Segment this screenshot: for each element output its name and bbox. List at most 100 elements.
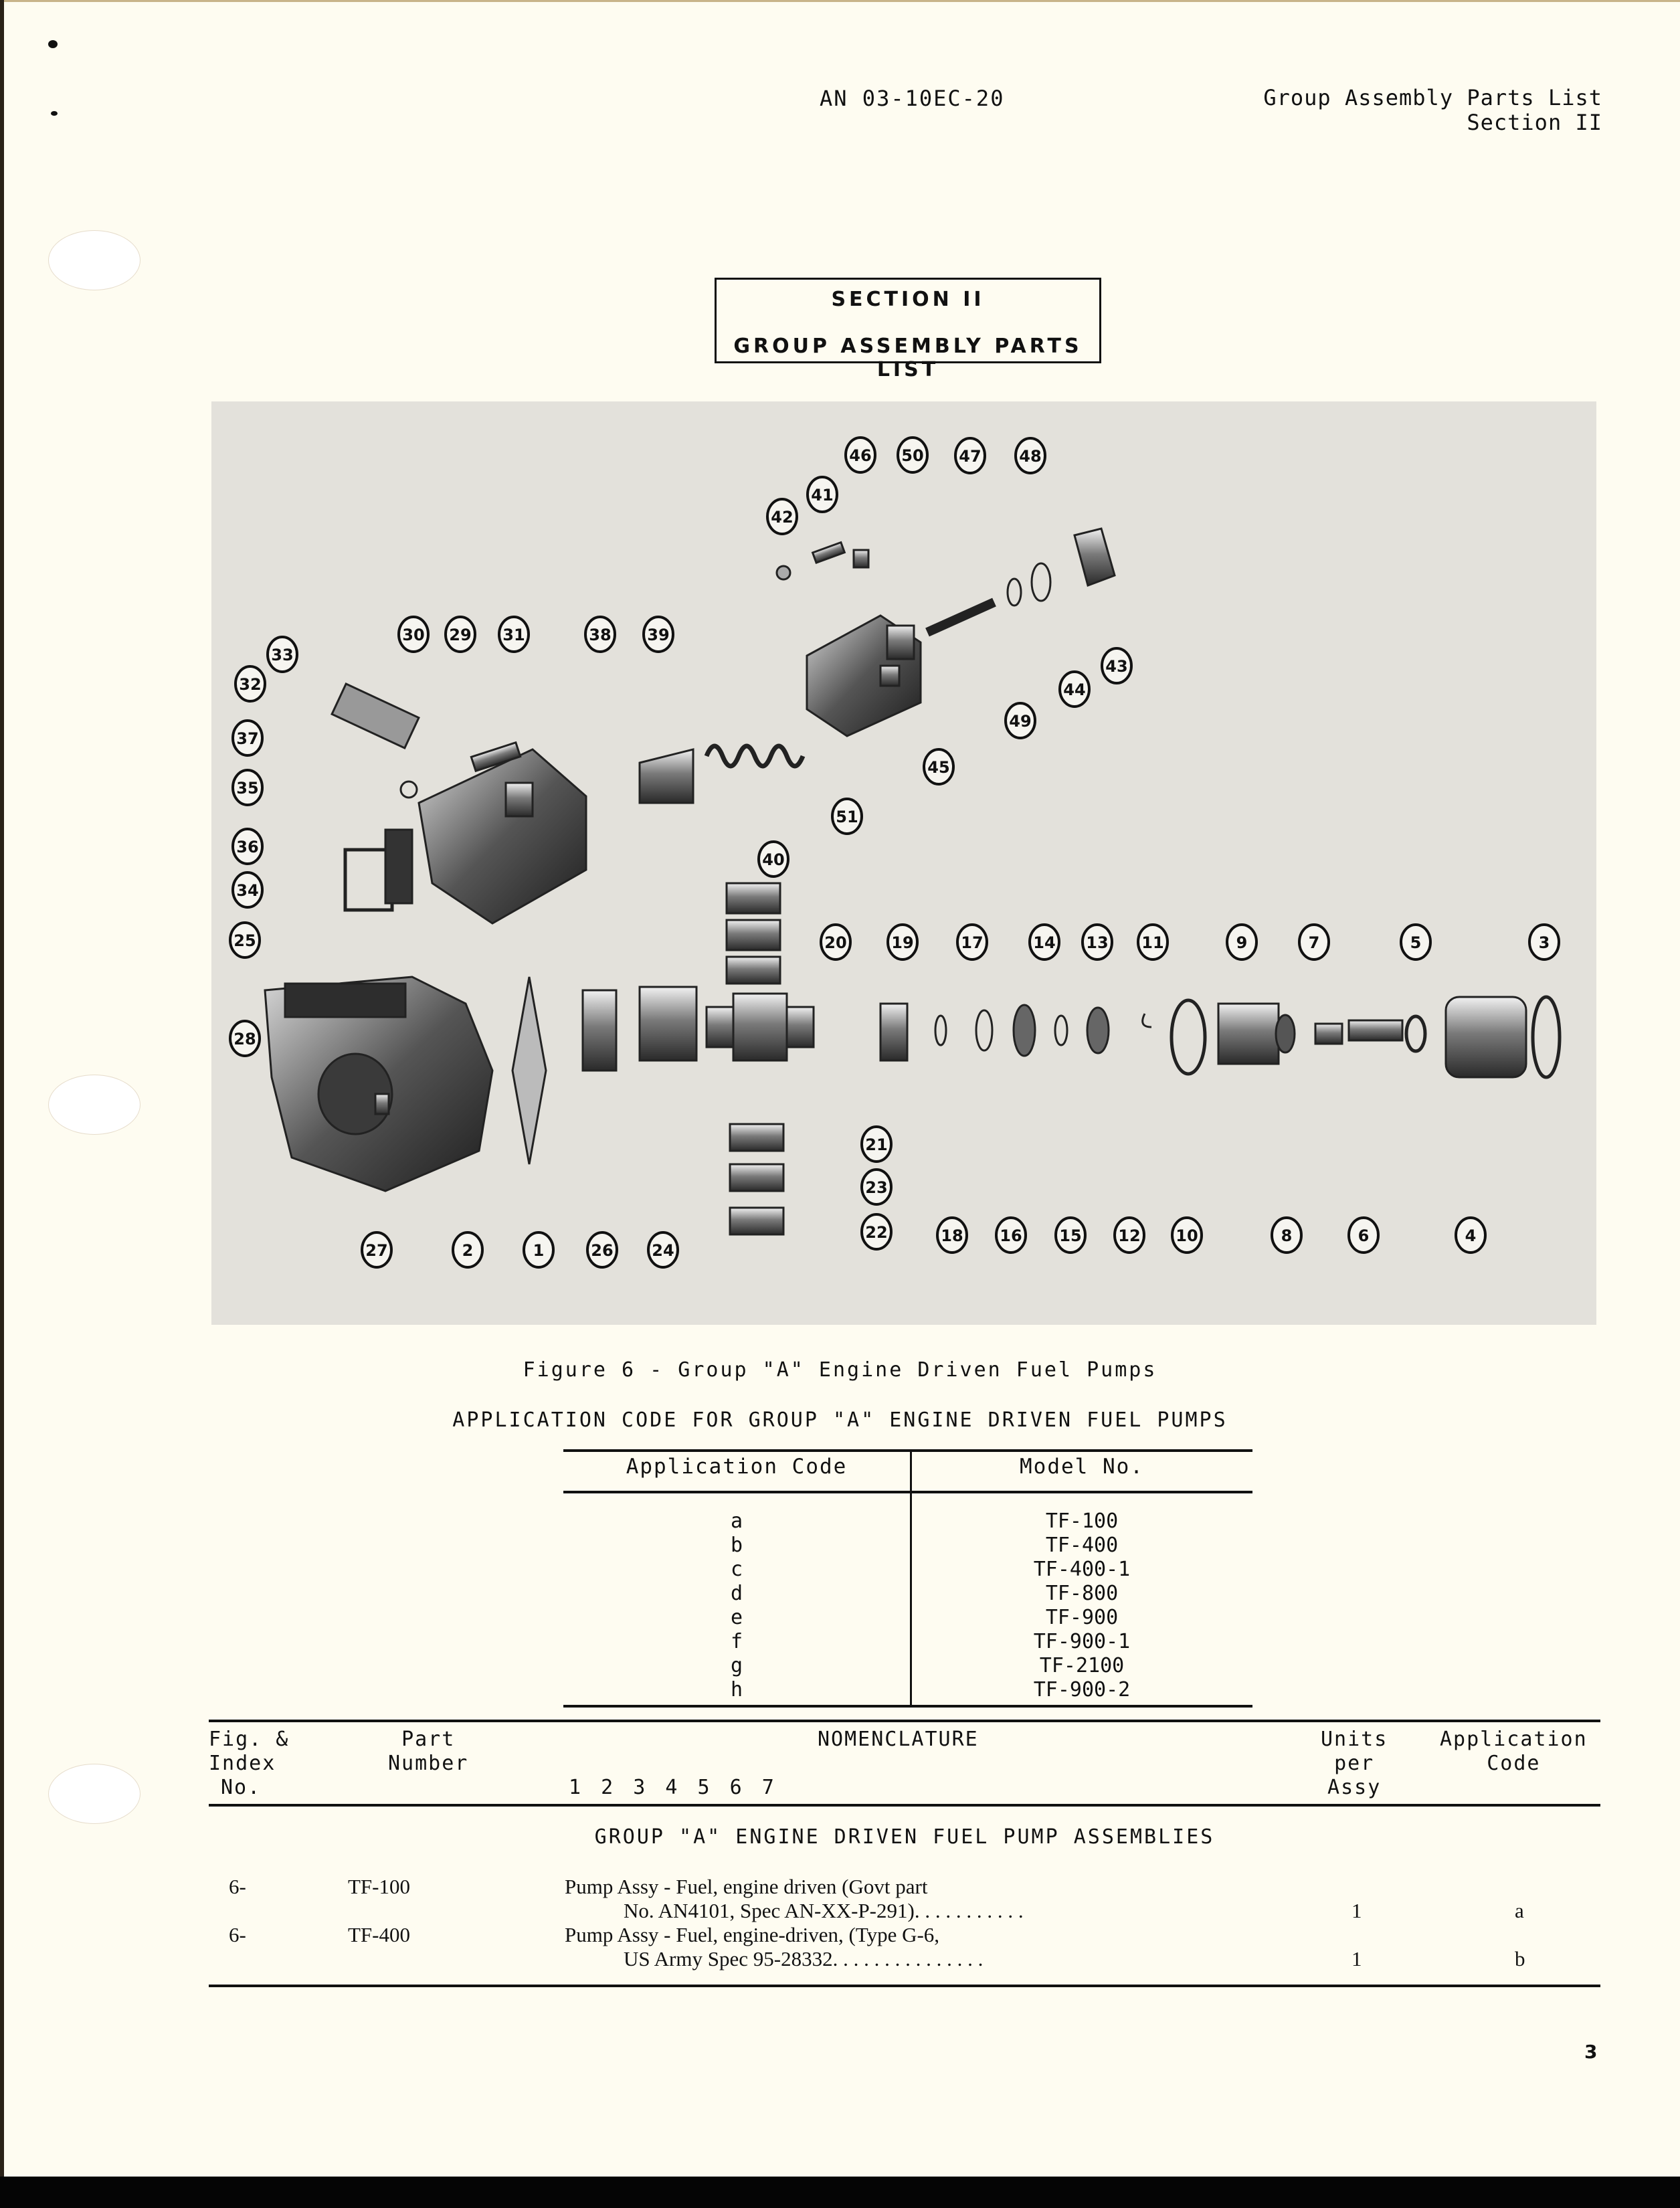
units-per-assy: 1 bbox=[1351, 1899, 1362, 1922]
binding-mark bbox=[48, 40, 58, 48]
svg-text:44: 44 bbox=[1063, 680, 1085, 699]
nomenclature-line-1: Pump Assy - Fuel, engine driven (Govt pa… bbox=[565, 1875, 928, 1898]
punch-hole-bottom bbox=[48, 1764, 141, 1824]
callout-41: 41 bbox=[806, 476, 838, 513]
callout-13: 13 bbox=[1081, 923, 1113, 961]
svg-text:9: 9 bbox=[1236, 933, 1248, 952]
callout-8: 8 bbox=[1271, 1216, 1303, 1254]
column-header-nomenclature: NOMENCLATURE bbox=[818, 1728, 979, 1751]
callout-9: 9 bbox=[1226, 923, 1258, 961]
model-number-cell: TF-900-2 bbox=[1033, 1678, 1131, 1701]
fig-index: 6- bbox=[229, 1875, 246, 1898]
page-left-edge bbox=[0, 0, 4, 2208]
callout-38: 38 bbox=[584, 616, 616, 653]
application-code-cell: b bbox=[730, 1534, 743, 1557]
svg-text:2: 2 bbox=[462, 1241, 474, 1260]
callout-44: 44 bbox=[1058, 670, 1091, 708]
part-number: TF-400 bbox=[348, 1923, 410, 1946]
application-code-cell: a bbox=[730, 1509, 743, 1533]
callout-11: 11 bbox=[1137, 923, 1169, 961]
callout-10: 10 bbox=[1171, 1216, 1203, 1254]
callout-21: 21 bbox=[860, 1125, 893, 1163]
section-title: Group Assembly Parts List bbox=[1263, 85, 1602, 110]
svg-text:48: 48 bbox=[1019, 447, 1041, 466]
callout-31: 31 bbox=[498, 616, 530, 653]
callout-2: 2 bbox=[452, 1231, 484, 1269]
column-header-part-number: Part Number bbox=[388, 1728, 469, 1775]
svg-text:46: 46 bbox=[849, 446, 871, 465]
svg-text:15: 15 bbox=[1059, 1226, 1081, 1245]
callout-47: 47 bbox=[954, 437, 986, 474]
parts-table-header-rule bbox=[209, 1804, 1600, 1807]
running-header: Group Assembly Parts List Section II bbox=[1263, 86, 1602, 135]
svg-text:6: 6 bbox=[1358, 1226, 1370, 1245]
column-header-application-code: Application Code bbox=[626, 1455, 848, 1479]
svg-text:19: 19 bbox=[891, 933, 913, 952]
model-number-cell: TF-400 bbox=[1045, 1534, 1119, 1557]
callout-22: 22 bbox=[860, 1213, 893, 1251]
svg-text:27: 27 bbox=[365, 1241, 387, 1260]
column-header-model-no: Model No. bbox=[1020, 1455, 1144, 1479]
callout-27: 27 bbox=[361, 1231, 393, 1269]
page-top-edge bbox=[0, 0, 1680, 2]
svg-text:50: 50 bbox=[901, 446, 923, 465]
callout-35: 35 bbox=[231, 769, 264, 806]
model-number-cell: TF-900 bbox=[1045, 1606, 1119, 1629]
svg-text:30: 30 bbox=[402, 626, 424, 644]
svg-text:29: 29 bbox=[449, 626, 471, 644]
svg-text:3: 3 bbox=[1539, 933, 1550, 952]
nomenclature-line-2: US Army Spec 95-28332. . . . . . . . . .… bbox=[624, 1947, 984, 1970]
callout-12: 12 bbox=[1113, 1216, 1145, 1254]
svg-text:21: 21 bbox=[865, 1135, 887, 1154]
column-header-units-per-assy: Units per Assy bbox=[1321, 1728, 1388, 1799]
callout-34: 34 bbox=[231, 871, 264, 909]
model-number-cell: TF-800 bbox=[1045, 1582, 1119, 1605]
callout-33: 33 bbox=[266, 636, 298, 673]
page-bottom-edge bbox=[0, 2177, 1680, 2208]
svg-text:35: 35 bbox=[236, 779, 258, 798]
svg-text:7: 7 bbox=[1309, 933, 1320, 952]
table-row: 6- TF-400 Pump Assy - Fuel, engine-drive… bbox=[209, 1923, 1600, 1971]
pump-parts-drawing bbox=[264, 527, 1562, 1236]
svg-text:37: 37 bbox=[236, 729, 258, 748]
callout-group: 1234567891011121314151617181920212223242… bbox=[229, 436, 1560, 1269]
svg-text:40: 40 bbox=[762, 850, 784, 869]
svg-text:43: 43 bbox=[1105, 657, 1127, 676]
svg-text:45: 45 bbox=[927, 758, 949, 777]
svg-text:49: 49 bbox=[1009, 712, 1031, 731]
callout-40: 40 bbox=[757, 840, 789, 878]
callout-28: 28 bbox=[229, 1020, 261, 1057]
model-number-cell: TF-2100 bbox=[1039, 1654, 1125, 1677]
callout-3: 3 bbox=[1528, 923, 1560, 961]
nomenclature-line-1: Pump Assy - Fuel, engine-driven, (Type G… bbox=[565, 1923, 940, 1946]
table-top-rule bbox=[563, 1449, 1252, 1452]
svg-text:8: 8 bbox=[1281, 1226, 1293, 1245]
svg-text:42: 42 bbox=[771, 508, 793, 527]
parts-table-top-rule bbox=[209, 1720, 1600, 1722]
table-column-divider bbox=[910, 1449, 912, 1708]
callout-39: 39 bbox=[642, 616, 674, 653]
section-heading: SECTION II bbox=[831, 288, 985, 311]
svg-text:36: 36 bbox=[236, 838, 258, 856]
callout-37: 37 bbox=[231, 719, 264, 757]
model-number-cell: TF-100 bbox=[1045, 1509, 1119, 1533]
callout-50: 50 bbox=[897, 436, 929, 474]
group-heading: GROUP "A" ENGINE DRIVEN FUEL PUMP ASSEMB… bbox=[594, 1825, 1215, 1849]
callout-43: 43 bbox=[1101, 647, 1133, 684]
callout-20: 20 bbox=[820, 923, 852, 961]
callout-18: 18 bbox=[936, 1216, 968, 1254]
svg-text:12: 12 bbox=[1118, 1226, 1140, 1245]
application-code-cell: g bbox=[730, 1654, 743, 1677]
svg-text:16: 16 bbox=[1000, 1226, 1022, 1245]
figure-caption: Figure 6 - Group "A" Engine Driven Fuel … bbox=[523, 1358, 1157, 1382]
callout-16: 16 bbox=[995, 1216, 1027, 1254]
application-code-cell: h bbox=[730, 1678, 743, 1701]
svg-text:17: 17 bbox=[961, 933, 983, 952]
callout-19: 19 bbox=[886, 923, 919, 961]
exploded-parts-illustration: 1234567891011121314151617181920212223242… bbox=[229, 436, 1562, 1269]
svg-text:13: 13 bbox=[1086, 933, 1108, 952]
section-number: Section II bbox=[1467, 110, 1602, 135]
callout-7: 7 bbox=[1298, 923, 1330, 961]
